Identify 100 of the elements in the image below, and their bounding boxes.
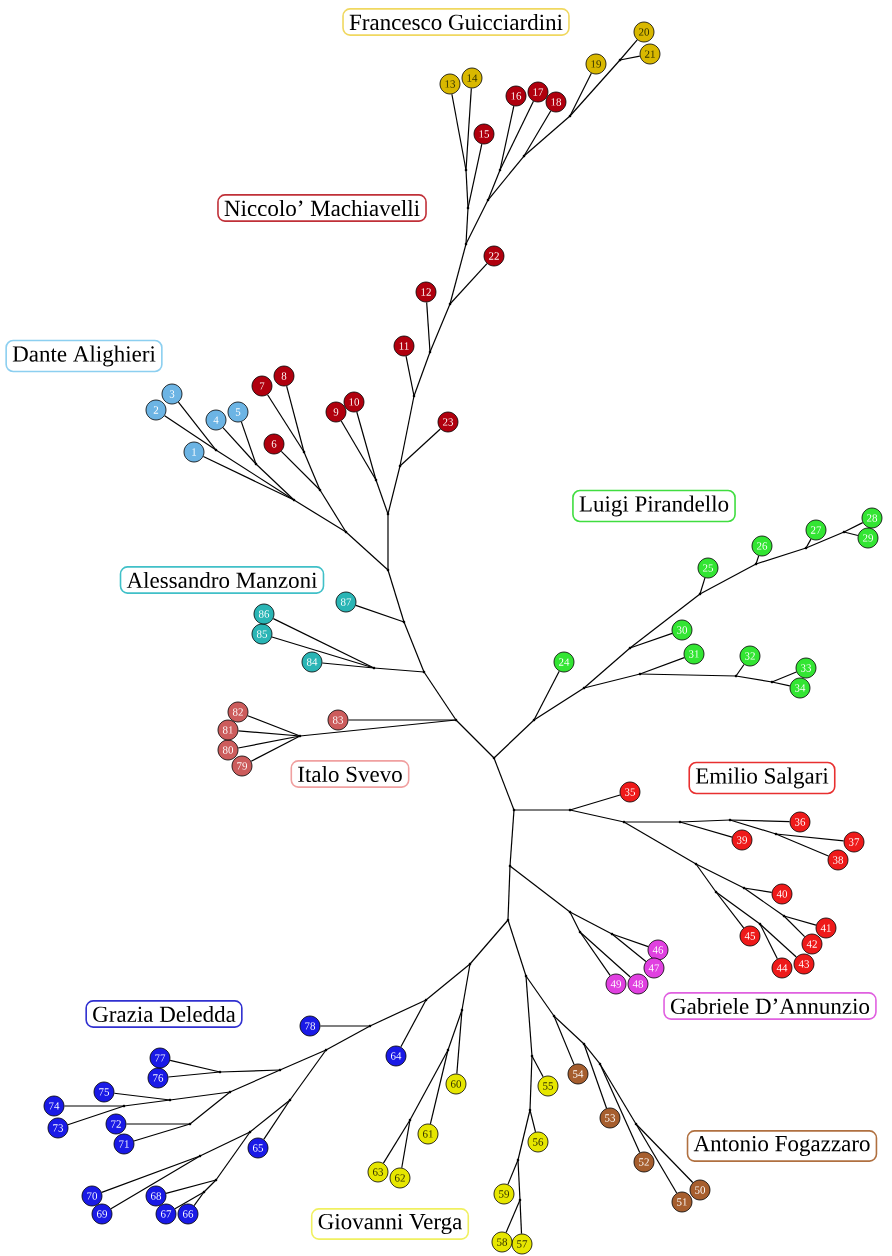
branch-line (237, 735, 301, 749)
branch-line (113, 1092, 171, 1101)
branch-line (553, 1015, 575, 1065)
branch-line (759, 923, 778, 960)
branch-line (465, 199, 489, 245)
branch-line (219, 1069, 281, 1073)
branch-line (202, 455, 295, 501)
branch-line (321, 662, 375, 669)
branch-line (635, 1123, 678, 1194)
branch-line (569, 59, 621, 117)
branch-line (356, 411, 377, 481)
branch-line (523, 110, 552, 157)
branch-line (743, 887, 773, 893)
branch-line (401, 1119, 411, 1169)
branch-line (715, 891, 761, 925)
branch-line (695, 863, 745, 889)
branch-line (639, 673, 737, 677)
branch-line (123, 1099, 171, 1107)
branch-line (409, 1049, 449, 1121)
branch-line (507, 1159, 519, 1185)
branch-line (755, 555, 760, 565)
branch-line (553, 1015, 585, 1045)
branch-line (164, 415, 217, 451)
branch-line (517, 1109, 531, 1161)
branch-line (382, 1119, 411, 1164)
branch-line (729, 819, 777, 835)
branch-line (531, 1055, 544, 1078)
branch-line (569, 911, 613, 935)
branch-line (413, 351, 431, 397)
branch-line (250, 735, 301, 762)
branch-line (611, 933, 649, 948)
branch-line (469, 919, 509, 965)
branch-line (255, 463, 295, 501)
branch-line (67, 1105, 125, 1126)
branch-line (743, 887, 785, 917)
branch-line (399, 395, 415, 467)
branch-line (583, 647, 631, 689)
branch-line (355, 604, 405, 623)
branch-line (387, 513, 389, 571)
branch-line (695, 863, 717, 893)
branch-line (493, 719, 535, 759)
branch-line (529, 1109, 537, 1133)
branch-line (729, 819, 791, 823)
branch-line (579, 931, 611, 977)
branch-line (735, 675, 773, 683)
branch-line (735, 663, 745, 677)
branch-line (101, 1155, 201, 1193)
branch-line (699, 577, 706, 595)
branch-line (771, 681, 791, 687)
branch-line (493, 757, 515, 811)
branch-line (347, 719, 457, 721)
author-label: Dante Alighieri (5, 339, 163, 373)
author-label: Emilio Salgari (688, 761, 836, 795)
author-label: Giovanni Verga (310, 1208, 470, 1240)
branch-line (507, 919, 527, 977)
branch-line (569, 794, 621, 811)
branch-line (167, 1071, 221, 1078)
branch-line (222, 427, 257, 465)
branch-line (193, 1191, 205, 1207)
branch-line (513, 809, 571, 811)
branch-line (771, 671, 797, 683)
branch-line (340, 420, 377, 481)
branch-line (249, 1099, 291, 1133)
branch-line (447, 1009, 463, 1051)
author-label: Grazia Deledda (85, 1000, 243, 1028)
branch-line (487, 169, 501, 201)
branch-line (455, 719, 495, 759)
branch-line (405, 355, 415, 397)
branch-line (805, 538, 812, 549)
branch-line (635, 1123, 694, 1184)
branch-line (266, 394, 305, 453)
branch-line (533, 670, 560, 721)
branch-line (623, 821, 697, 865)
branch-line (611, 933, 647, 963)
branch-line (583, 1043, 601, 1065)
branch-line (579, 931, 631, 978)
branch-line (369, 999, 427, 1027)
branch-line (533, 687, 585, 721)
branch-line (63, 1105, 125, 1107)
branch-line (679, 821, 733, 838)
author-label: Italo Svevo (290, 760, 410, 788)
branch-line (499, 105, 515, 171)
author-label: Luigi Pirandello (572, 489, 736, 523)
branch-line (403, 621, 425, 673)
branch-line (272, 618, 375, 669)
branch-line (509, 809, 515, 867)
branch-line (240, 421, 257, 465)
branch-line (203, 1179, 217, 1193)
author-label: Gabriele D’Annunzio (663, 992, 877, 1020)
branch-line (783, 915, 817, 926)
branch-line (319, 1025, 371, 1027)
branch-line (525, 975, 555, 1017)
branch-line (843, 531, 859, 537)
branch-line (599, 1063, 637, 1125)
branch-line (759, 923, 797, 958)
branch-line (639, 657, 685, 675)
branch-line (110, 1155, 201, 1210)
branch-line (425, 963, 471, 1001)
branch-line (467, 143, 483, 209)
branch-line (215, 1131, 251, 1181)
